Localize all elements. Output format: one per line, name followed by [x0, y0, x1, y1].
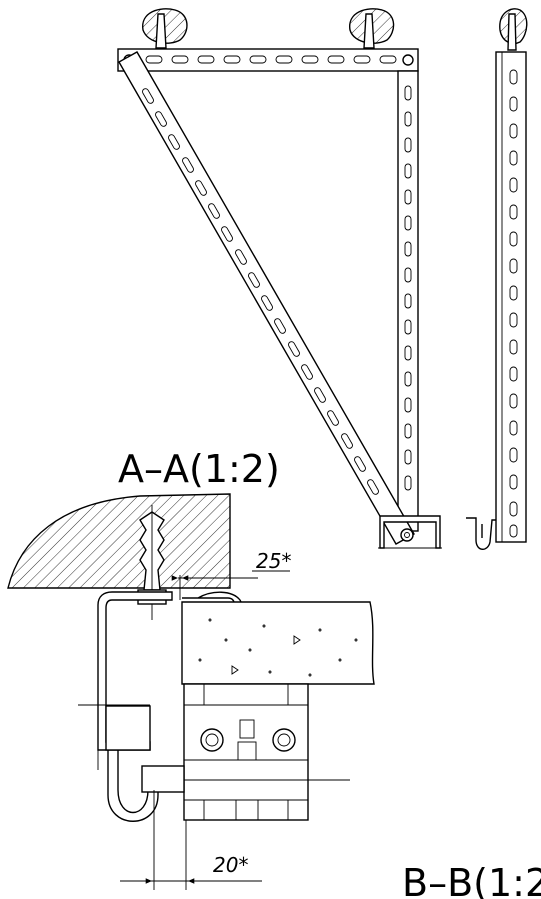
section-a-label: A–A(1:2) [118, 447, 280, 491]
screw-left [155, 13, 167, 49]
bracket-front-view [117, 8, 442, 549]
bolt-top-right [402, 54, 414, 66]
horizontal-rail-slots [145, 55, 397, 64]
dimension-bottom-value: 20* [213, 853, 248, 877]
side-clip [466, 517, 496, 550]
concrete-slab-top [7, 493, 231, 589]
side-rail [495, 51, 527, 543]
screw-right [363, 13, 375, 49]
dimension-top-value: 25* [256, 549, 291, 573]
section-b-label: B–B(1:2) [402, 861, 541, 899]
dimension-bottom: 20* [120, 790, 262, 890]
panel-aggregate [198, 618, 358, 677]
diagonal-strut [118, 51, 415, 545]
horizontal-rail [117, 48, 419, 72]
vertical-rail [397, 70, 419, 532]
clamp-body [183, 683, 350, 821]
clamp-bolt-left [200, 728, 224, 752]
bracket-side-view [466, 8, 528, 550]
side-rail-slots [509, 69, 518, 538]
vertical-rail-slots [404, 85, 412, 491]
section-a-view: 25* [7, 493, 375, 890]
glass-panel [181, 601, 375, 685]
dimension-top: 25* [171, 549, 291, 600]
bolt-bottom [400, 528, 414, 542]
clamp-bolt-right [272, 728, 296, 752]
